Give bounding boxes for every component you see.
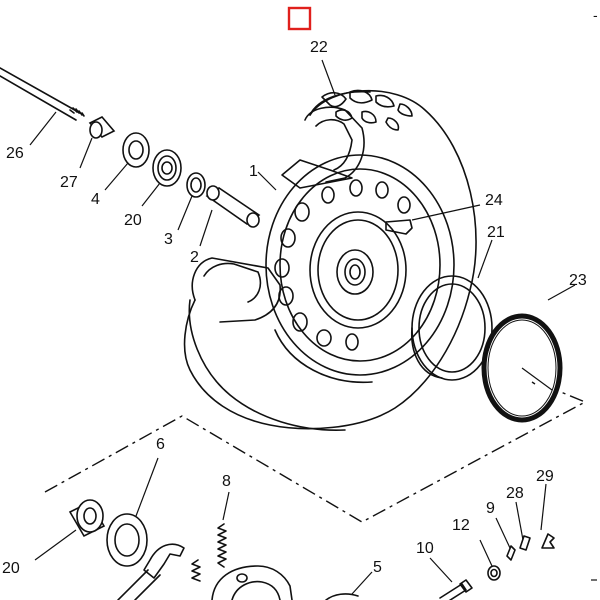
part-10-bolt[interactable]: 10 <box>416 540 473 600</box>
callout-10: 10 <box>416 540 434 557</box>
assembly-reference-lines <box>44 381 587 523</box>
callout-28: 28 <box>506 485 524 502</box>
part-2-spacer[interactable]: 2 <box>190 185 261 266</box>
callout-23: 23 <box>569 272 587 289</box>
callout-4: 4 <box>91 191 100 208</box>
part-8-spring[interactable]: 8 <box>191 473 231 582</box>
part-26-axle[interactable]: 26 <box>0 67 85 162</box>
callout-12: 12 <box>452 517 470 534</box>
part-5-brake-plate[interactable]: 5 <box>325 559 382 600</box>
part-4-oil-seal[interactable]: 4 <box>91 132 150 208</box>
part-22-tire[interactable]: 22 <box>183 39 477 430</box>
part-29-cotter-pin[interactable]: 29 <box>536 468 555 549</box>
callout-20-upper: 20 <box>124 212 142 229</box>
callout-3: 3 <box>164 231 173 248</box>
callout-1: 1 <box>249 163 258 180</box>
callout-20-lower: 20 <box>2 560 20 577</box>
part-12-washer[interactable]: 12 <box>452 517 501 581</box>
part-9-pin[interactable]: 9 <box>486 500 516 561</box>
corner-tick: - <box>593 7 598 23</box>
part-6-seal[interactable]: 6 <box>106 436 165 567</box>
part-24-valve[interactable]: 24 <box>385 192 503 235</box>
part-28-pin[interactable]: 28 <box>506 485 531 551</box>
callout-26: 26 <box>6 145 24 162</box>
callout-9: 9 <box>486 500 495 517</box>
tire-lower-section <box>188 257 373 431</box>
part-20-bearing-lower[interactable]: 20 <box>2 499 106 577</box>
part-20-bearing-upper[interactable]: 20 <box>124 149 182 229</box>
part-gear[interactable] <box>117 543 185 600</box>
callout-22: 22 <box>310 39 328 56</box>
callout-21: 21 <box>487 224 505 241</box>
callout-5: 5 <box>373 559 382 576</box>
callout-2: 2 <box>190 249 199 266</box>
callout-6: 6 <box>156 436 165 453</box>
part-27-collar[interactable]: 27 <box>60 116 116 191</box>
part-1-wheel-rim[interactable]: 1 <box>249 154 455 376</box>
part-brake-shoe[interactable] <box>211 565 293 600</box>
callout-29: 29 <box>536 468 554 485</box>
part-21-rim-band[interactable]: 21 <box>410 224 505 381</box>
selection-marker[interactable] <box>287 6 312 31</box>
callout-27: 27 <box>60 174 78 191</box>
part-3-circlip[interactable]: 3 <box>164 172 206 248</box>
callout-8: 8 <box>222 473 231 490</box>
callout-24: 24 <box>485 192 503 209</box>
part-23-o-ring[interactable]: 23 <box>481 272 587 423</box>
